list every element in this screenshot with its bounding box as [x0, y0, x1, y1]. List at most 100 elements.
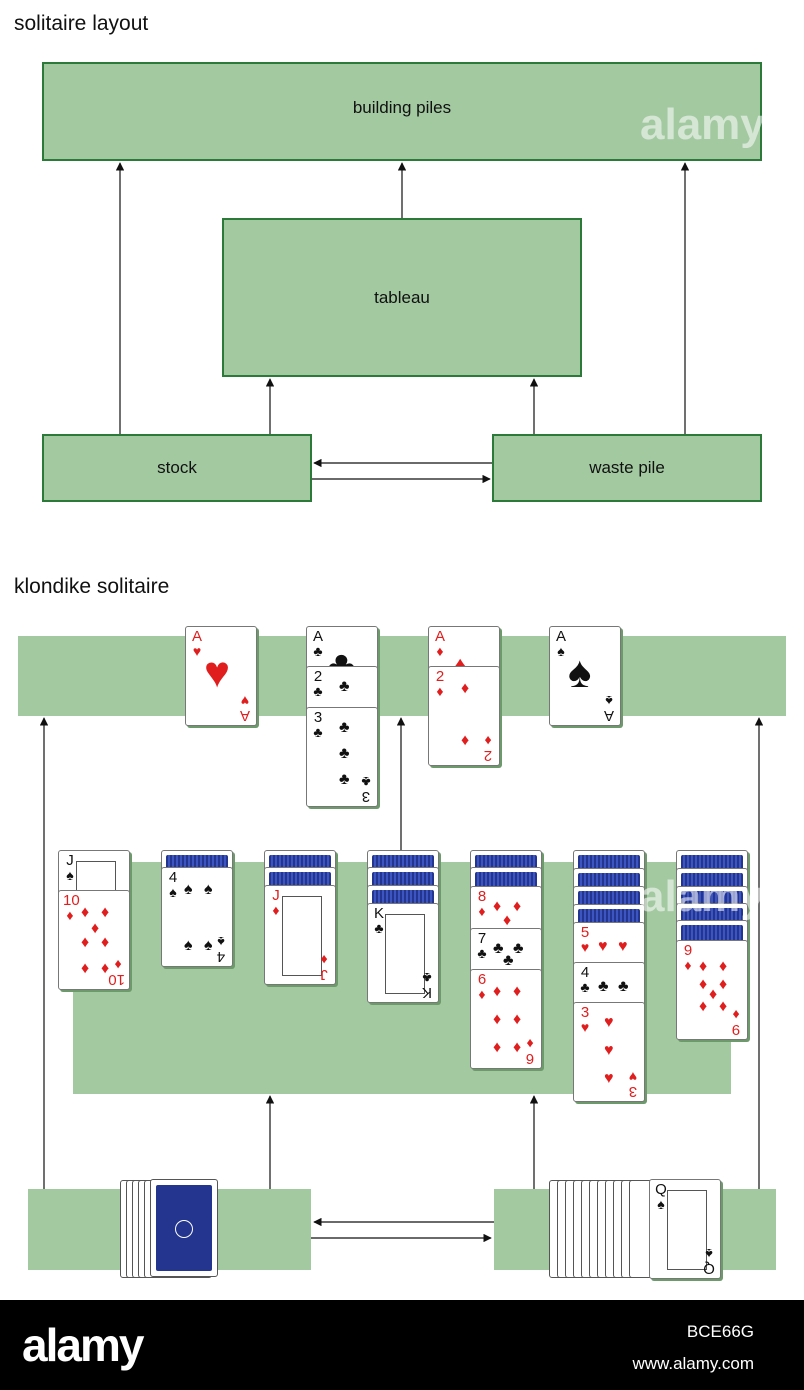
diamond-icon: ♦	[493, 1039, 502, 1056]
heart-icon: ♥	[604, 1042, 614, 1059]
diamond-icon: ♦	[101, 960, 110, 977]
stock-label: stock	[157, 458, 197, 477]
spade-icon: ♠	[605, 693, 613, 709]
building-piles-box: building piles	[42, 62, 762, 161]
spade-icon: ♠	[568, 648, 592, 697]
card-rank: K	[373, 905, 384, 922]
card-king-clubs[interactable]: K♣ K♣	[367, 903, 439, 1003]
diamond-icon: ♦	[436, 683, 444, 699]
card-rank: 2	[435, 668, 445, 685]
diamond-icon: ♦	[513, 1039, 522, 1056]
card-rank: 3	[361, 788, 371, 805]
heart-icon: ♥	[598, 938, 608, 955]
tableau-label: tableau	[374, 287, 430, 307]
diamond-icon: ♦	[320, 952, 328, 968]
club-icon: ♣	[339, 719, 350, 736]
spade-icon: ♠	[657, 1196, 665, 1212]
diamond-icon: ♦	[513, 983, 522, 1000]
card-queen-spades[interactable]: Q♠ Q♠	[649, 1179, 721, 1279]
diamond-icon: ♦	[732, 1007, 740, 1023]
club-icon: ♣	[374, 920, 384, 936]
card-rank: A	[240, 707, 251, 724]
spade-icon: ♠	[184, 881, 193, 898]
waste-pile-label: waste pile	[589, 458, 665, 477]
diamond-icon: ♦	[684, 957, 692, 973]
card-rank: K	[422, 984, 433, 1001]
card-three-clubs[interactable]: 3♣ ♣ ♣ ♣ 3♣	[306, 707, 378, 807]
diamond-icon: ♦	[699, 976, 708, 993]
card-rank: 2	[313, 668, 323, 685]
spade-icon: ♠	[204, 937, 213, 954]
card-rank: 2	[483, 747, 493, 764]
stock-box: stock	[42, 434, 312, 502]
club-icon: ♣	[339, 745, 350, 762]
club-icon: ♣	[493, 940, 504, 957]
card-rank: 4	[168, 869, 178, 886]
card-ten-diamonds[interactable]: 10♦ ♦ ♦ ♦ ♦ ♦ ♦ ♦ 10♦	[58, 890, 130, 990]
card-ace-hearts[interactable]: A♥ ♥ A♥	[185, 626, 257, 726]
club-icon: ♣	[503, 952, 514, 969]
diamond-icon: ♦	[81, 934, 90, 951]
club-icon: ♣	[361, 774, 371, 790]
diamond-icon: ♦	[699, 958, 708, 975]
footer-bar: alamy BCE66G www.alamy.com	[0, 1300, 804, 1390]
card-rank: 9	[683, 942, 693, 959]
diamond-icon: ♦	[719, 998, 728, 1015]
image-id: BCE66G	[686, 1322, 754, 1341]
diamond-icon: ♦	[478, 986, 486, 1002]
diamond-icon: ♦	[719, 976, 728, 993]
card-nine-diamonds[interactable]: 9♦ ♦ ♦ ♦ ♦ ♦ ♦ ♦ 9♦	[676, 940, 748, 1040]
diamond-icon: ♦	[478, 903, 486, 919]
card-rank: 7	[477, 930, 487, 947]
spade-icon: ♠	[66, 867, 74, 883]
club-icon: ♣	[339, 678, 350, 695]
diamond-icon: ♦	[526, 1036, 534, 1052]
spade-icon: ♠	[705, 1246, 713, 1262]
diamond-icon: ♦	[114, 957, 122, 973]
diamond-icon: ♦	[66, 907, 74, 923]
heart-icon: ♥	[604, 1070, 614, 1087]
spade-icon: ♠	[184, 937, 193, 954]
arrow-lines	[39, 162, 764, 1243]
diamond-icon: ♦	[493, 983, 502, 1000]
club-icon: ♣	[422, 970, 432, 986]
diamond-icon: ♦	[503, 912, 512, 929]
site-url: www.alamy.com	[632, 1354, 754, 1373]
card-ace-spades[interactable]: A♠ ♠ A♠	[549, 626, 621, 726]
heart-icon: ♥	[618, 938, 628, 955]
club-icon: ♣	[580, 979, 590, 995]
card-rank: 9	[731, 1021, 741, 1038]
card-rank: J	[320, 966, 328, 983]
card-rank: A	[191, 628, 202, 645]
card-rank: 5	[580, 924, 590, 941]
diamond-icon: ♦	[513, 898, 522, 915]
diamond-icon: ♦	[513, 1011, 522, 1028]
card-three-hearts[interactable]: 3♥ ♥ ♥ ♥ 3♥	[573, 1002, 645, 1102]
stock-pile[interactable]	[150, 1179, 218, 1277]
heart-icon: ♥	[192, 643, 202, 659]
club-icon: ♣	[339, 771, 350, 788]
card-rank: J	[272, 887, 280, 904]
diamond-icon: ♦	[461, 732, 470, 749]
club-icon: ♣	[313, 724, 323, 740]
layout-heading: solitaire layout	[14, 12, 149, 35]
club-icon: ♣	[313, 643, 323, 659]
card-six-diamonds[interactable]: 6♦ ♦ ♦ ♦ ♦ ♦ ♦ 6♦	[470, 969, 542, 1069]
diamond-icon: ♦	[81, 960, 90, 977]
club-icon: ♣	[477, 945, 487, 961]
diamond-icon: ♦	[493, 1011, 502, 1028]
card-two-diamonds[interactable]: 2♦ ♦ ♦ 2♦	[428, 666, 500, 766]
card-jack-diamonds[interactable]: J♦ J♦	[264, 885, 336, 985]
spade-icon: ♠	[169, 884, 177, 900]
diamond-icon: ♦	[101, 904, 110, 921]
card-rank: 3	[580, 1004, 590, 1021]
card-rank: A	[604, 707, 615, 724]
card-rank: 10	[63, 892, 80, 909]
card-four-spades[interactable]: 4♠ ♠ ♠ ♠ ♠ 4♠	[161, 867, 233, 967]
diamond-icon: ♦	[436, 643, 444, 659]
card-rank: J	[66, 852, 74, 869]
diamond-icon: ♦	[699, 998, 708, 1015]
heart-icon: ♥	[204, 648, 231, 697]
card-rank: Q	[703, 1260, 715, 1277]
diamond-icon: ♦	[709, 986, 718, 1003]
